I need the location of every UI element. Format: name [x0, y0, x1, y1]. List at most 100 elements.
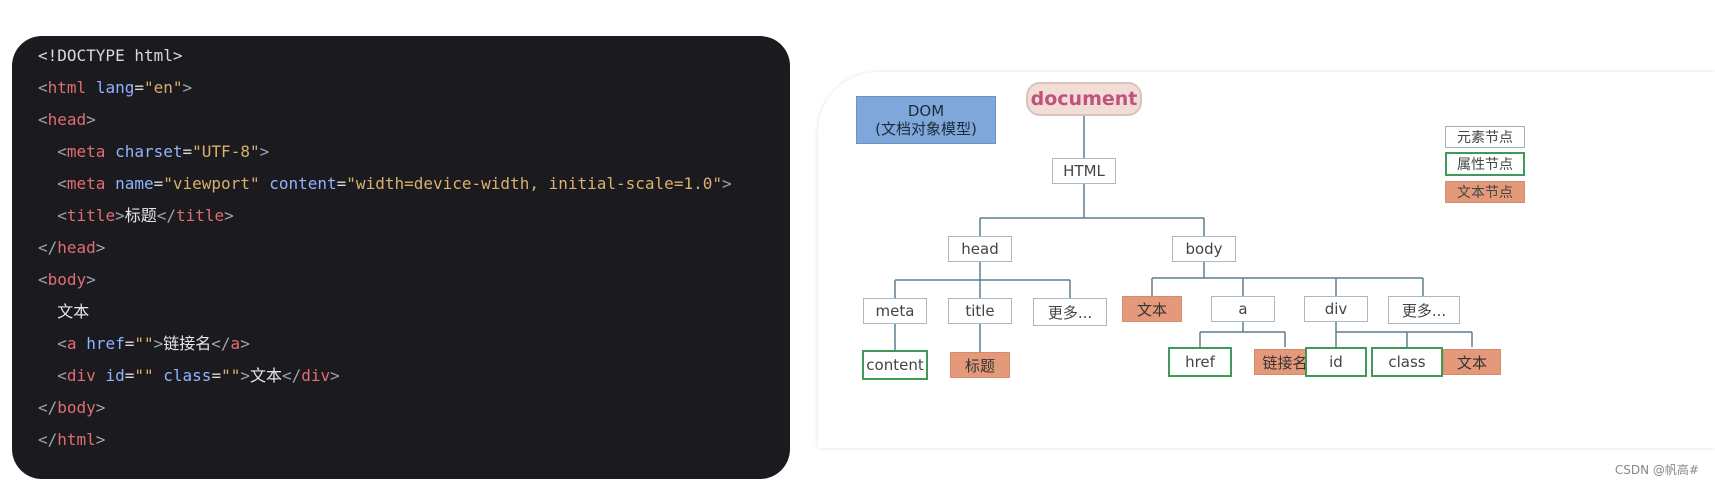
watermark: CSDN @帆高# [1614, 463, 1699, 477]
body-more-node: 更多... [1388, 296, 1460, 324]
code-token: meta [66, 174, 106, 193]
code-token: "" [221, 366, 241, 385]
code-token: "UTF-8" [192, 142, 260, 161]
code-token: div [301, 366, 331, 385]
code-token: div [66, 366, 96, 385]
code-token: "en" [143, 78, 183, 97]
code-token: body [47, 270, 87, 289]
code-line: <meta charset="UTF-8"> [38, 142, 269, 162]
class-attr-node: class [1371, 347, 1443, 377]
title-node: title [948, 298, 1012, 324]
legend-element-node: 元素节点 [1445, 126, 1525, 148]
code-token: > [86, 270, 96, 289]
code-line: <html lang="en"> [38, 78, 192, 98]
id-attr-node: id [1305, 347, 1367, 377]
code-token: = [124, 334, 135, 353]
code-token [86, 78, 96, 97]
code-token: title [66, 206, 116, 225]
dom-label-title: DOM [907, 102, 945, 120]
connector-lines [894, 114, 1473, 352]
code-token: html [57, 430, 96, 449]
code-token: </ [38, 398, 58, 417]
code-token: > [330, 366, 340, 385]
code-token: class [163, 366, 212, 385]
code-token: a [66, 334, 77, 353]
code-token [38, 366, 57, 385]
code-token: < [57, 206, 67, 225]
code-token: = [134, 78, 144, 97]
code-token: head [47, 110, 87, 129]
code-token: charset [115, 142, 183, 161]
code-line: 文本 [38, 302, 89, 322]
code-token [77, 334, 87, 353]
meta-node: meta [863, 298, 927, 324]
body-node: body [1172, 236, 1236, 262]
code-token [96, 366, 106, 385]
code-token [38, 302, 57, 321]
dom-tree-diagram: DOM (文档对象模型) document HTML head body met… [818, 72, 1715, 448]
code-token: head [57, 238, 96, 257]
code-line: </head> [38, 238, 105, 258]
code-token: </ [38, 238, 58, 257]
code-line: <body> [38, 270, 96, 290]
code-token: > [115, 206, 125, 225]
code-token: < [38, 270, 48, 289]
code-token: = [182, 142, 193, 161]
code-line: </body> [38, 398, 105, 418]
code-token: < [38, 110, 48, 129]
legend-attribute-node: 属性节点 [1445, 152, 1525, 176]
head-more-node: 更多... [1033, 298, 1107, 326]
code-token: "width=device-width, initial-scale=1.0" [346, 174, 722, 193]
code-line: <div id="" class="">文本</div> [38, 366, 340, 386]
code-token: html [47, 78, 87, 97]
code-token [154, 366, 164, 385]
code-token: </ [282, 366, 302, 385]
code-token: = [124, 366, 135, 385]
code-token: 标题 [124, 206, 157, 225]
code-token: 文本 [57, 302, 90, 321]
code-token: < [57, 142, 67, 161]
code-token [260, 174, 270, 193]
code-token [38, 334, 57, 353]
href-attr-node: href [1168, 347, 1232, 377]
code-line: <meta name="viewport" content="width=dev… [38, 174, 732, 194]
code-token: = [153, 174, 164, 193]
code-token: "" [134, 366, 154, 385]
code-token [38, 174, 57, 193]
document-node: document [1026, 82, 1142, 116]
code-token: content [269, 174, 337, 193]
code-token: </ [211, 334, 231, 353]
code-token: > [95, 430, 106, 449]
head-node: head [948, 236, 1012, 262]
code-token: body [57, 398, 96, 417]
code-panel: <!DOCTYPE html><html lang="en"><head> <m… [12, 36, 790, 479]
code-token: "viewport" [163, 174, 260, 193]
code-token: </ [156, 206, 176, 225]
div-node: div [1304, 296, 1368, 322]
code-token [105, 174, 115, 193]
code-token: < [57, 366, 67, 385]
code-token: > [95, 398, 106, 417]
html-node: HTML [1052, 158, 1116, 184]
code-token: <!DOCTYPE html> [38, 46, 183, 65]
code-line: <head> [38, 110, 96, 130]
code-token: a [230, 334, 241, 353]
code-line: <!DOCTYPE html> [38, 46, 183, 66]
dom-label-box: DOM (文档对象模型) [856, 96, 996, 144]
code-token: id [105, 366, 125, 385]
code-token: > [721, 174, 732, 193]
code-token [105, 142, 115, 161]
code-token: name [115, 174, 154, 193]
code-token: < [38, 78, 48, 97]
code-token: 链接名 [163, 334, 212, 353]
a-node: a [1211, 296, 1275, 322]
code-line: <a href="">链接名</a> [38, 334, 250, 354]
code-token: </ [38, 430, 58, 449]
code-token: > [182, 78, 193, 97]
code-line: </html> [38, 430, 105, 450]
code-token: > [240, 334, 250, 353]
legend-text-node: 文本节点 [1445, 181, 1525, 203]
code-token: "" [134, 334, 154, 353]
code-token [38, 206, 57, 225]
code-token: < [57, 334, 67, 353]
